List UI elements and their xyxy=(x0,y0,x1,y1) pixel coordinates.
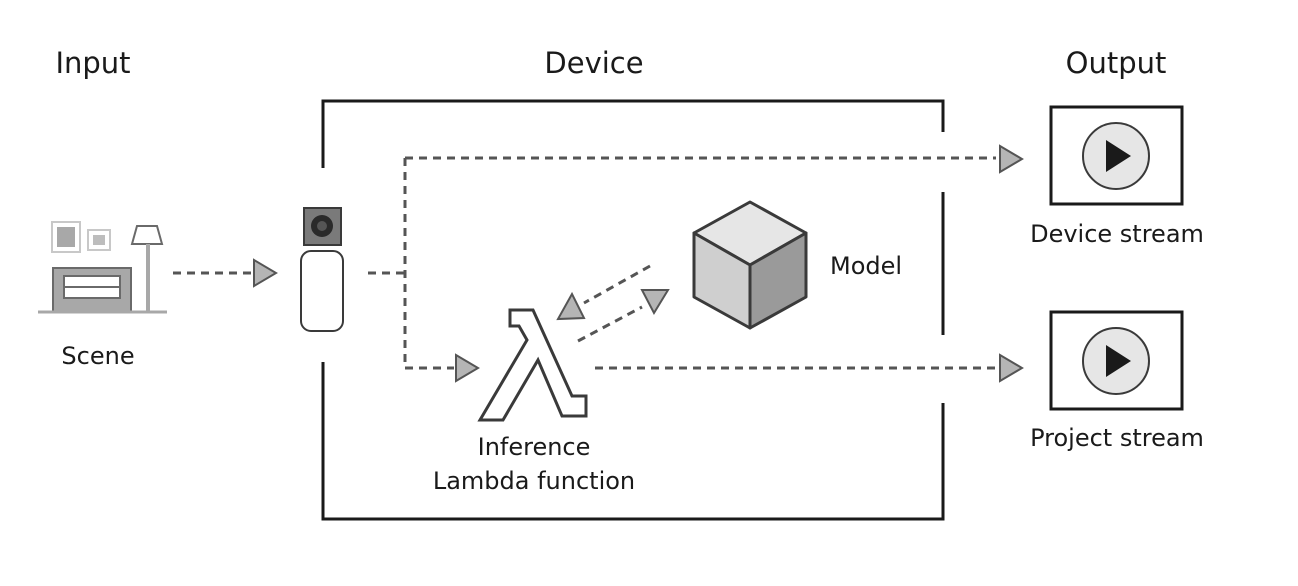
device-boundary xyxy=(321,99,945,521)
camera-stream-lines xyxy=(368,156,996,370)
output-header: Output xyxy=(1065,46,1167,80)
model-lambda-arrows xyxy=(556,264,670,343)
scene-to-camera-arrow xyxy=(173,258,278,288)
play-icon xyxy=(1106,140,1131,172)
inference-label-line1: Inference xyxy=(477,433,591,461)
scene-label: Scene xyxy=(61,342,135,370)
project-stream-label: Project stream xyxy=(1030,424,1204,452)
device-header: Device xyxy=(544,46,644,80)
scene-icon xyxy=(38,221,167,314)
camera-device-icon xyxy=(300,207,344,332)
device-stream-arrowhead xyxy=(999,144,1024,174)
model-cube-icon xyxy=(692,200,808,330)
device-stream-video xyxy=(1049,105,1184,206)
input-header: Input xyxy=(55,46,131,80)
inference-label-line2: Lambda function xyxy=(432,467,636,495)
lambda-input-arrowhead xyxy=(455,353,480,383)
play-icon xyxy=(1106,345,1131,377)
device-stream-label: Device stream xyxy=(1030,220,1204,248)
project-stream-video xyxy=(1049,310,1184,411)
project-stream-arrow xyxy=(595,353,1024,383)
model-label: Model xyxy=(830,252,903,280)
lambda-icon xyxy=(477,308,588,422)
